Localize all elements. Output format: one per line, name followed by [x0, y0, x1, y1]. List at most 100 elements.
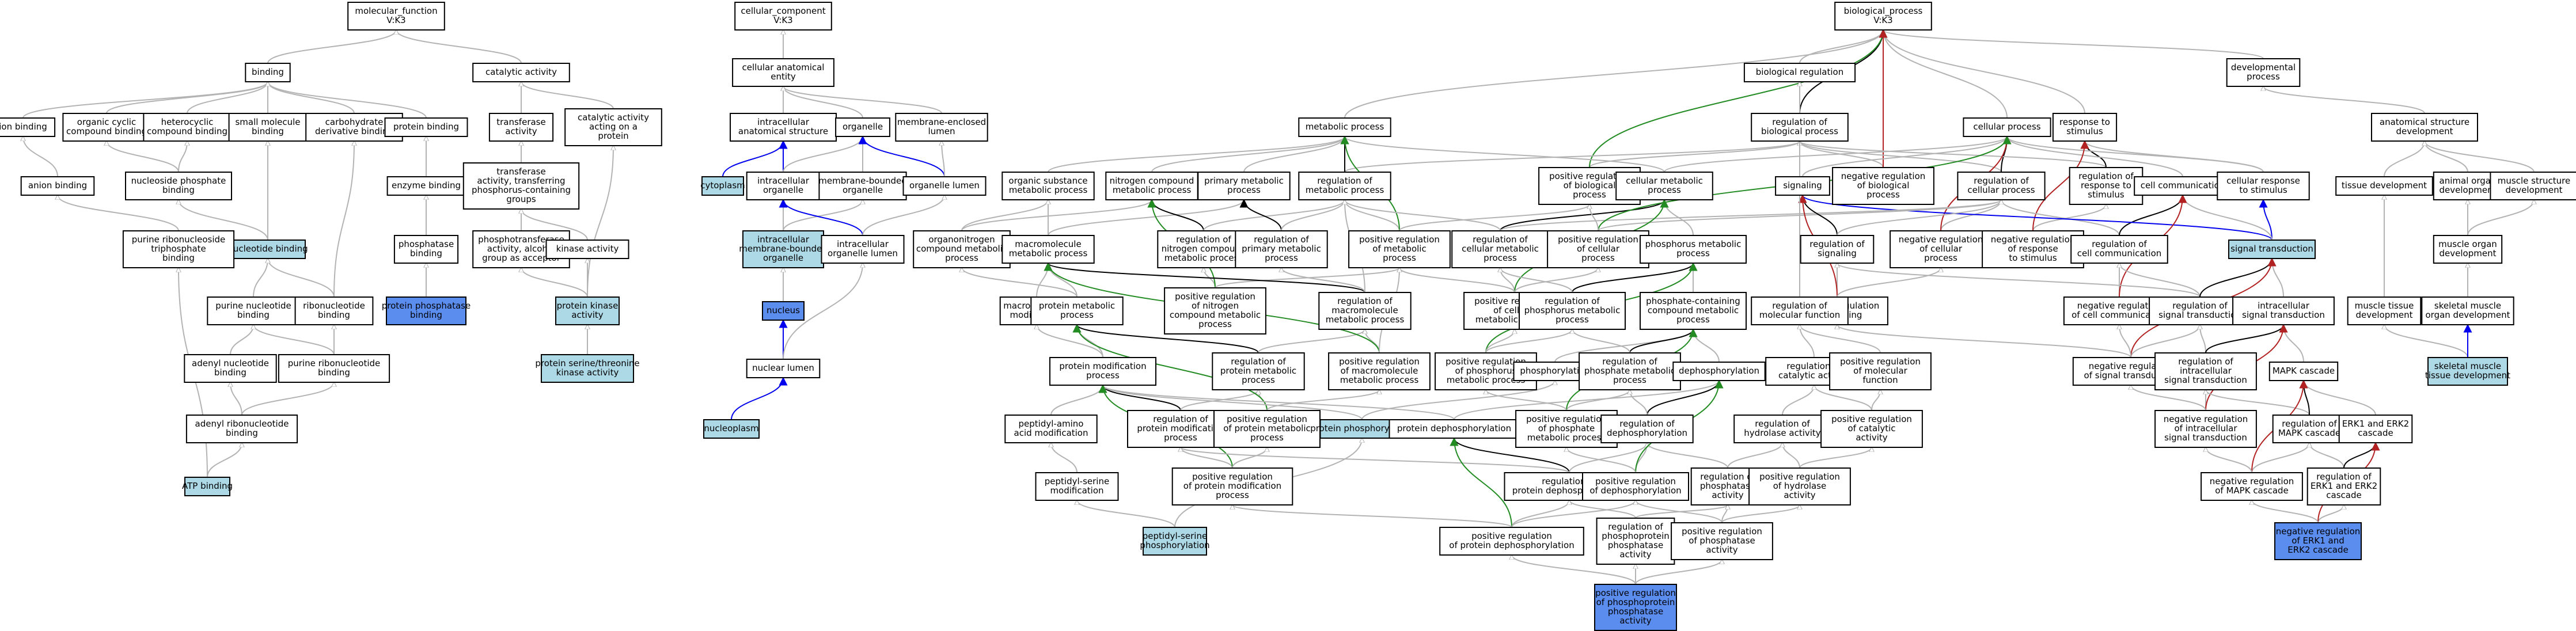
go-node-nuclum[interactable]: nuclear lumen	[746, 359, 821, 378]
go-node-regphosphase[interactable]: regulation ofphosphoproteinphosphataseac…	[1596, 518, 1675, 565]
go-node-protdephos[interactable]: protein dephosphorylation	[1388, 419, 1520, 439]
go-node-nucleus[interactable]: nucleus	[762, 301, 805, 321]
go-node-binding[interactable]: binding	[245, 63, 291, 82]
go-node-anion[interactable]: anion binding	[20, 176, 95, 196]
go-node-mapk[interactable]: MAPK cascade	[2268, 362, 2339, 381]
go-node-enzb[interactable]: enzyme binding	[386, 176, 466, 196]
go-node-organelle[interactable]: organelle	[835, 117, 890, 137]
go-node-dephos[interactable]: dephosphorylation	[1672, 362, 1766, 381]
go-node-catact[interactable]: catalytic activity	[472, 63, 570, 82]
go-node-tissdev[interactable]: tissue development	[2335, 176, 2433, 196]
go-node-nucb[interactable]: nucleotide binding	[227, 240, 308, 259]
go-node-ionb[interactable]: ion binding	[0, 117, 56, 137]
go-node-cyto[interactable]: cytoplasm	[700, 176, 745, 196]
go-node-cellproc[interactable]: cellular process	[1963, 117, 2051, 137]
go-node-protb[interactable]: protein binding	[384, 117, 468, 137]
go-node-signaling[interactable]: signaling	[1775, 176, 1830, 196]
go-node-atpb[interactable]: ATP binding	[182, 477, 233, 496]
go-node-metproc[interactable]: metabolic process	[1298, 117, 1391, 137]
go-node-sigtrans[interactable]: signal transduction	[2228, 240, 2316, 259]
go-node-nucleoplasm[interactable]: nucleoplasm	[703, 419, 760, 439]
go-node-ol[interactable]: organelle lumen	[902, 176, 987, 196]
